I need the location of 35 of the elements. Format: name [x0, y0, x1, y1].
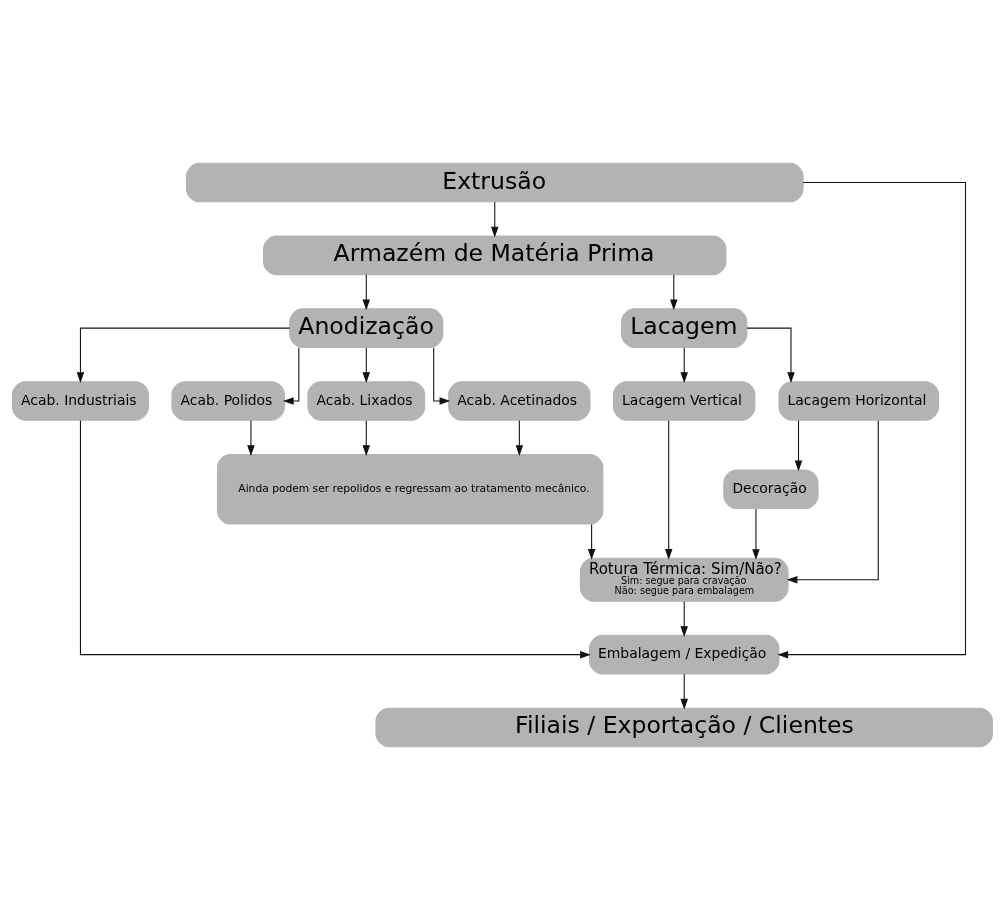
arrow [491, 201, 499, 237]
arrow [786, 419, 879, 583]
node-box: Lacagem Vertical [613, 380, 756, 421]
node-box: Acab. Polidos [171, 380, 285, 421]
arrow [794, 419, 803, 471]
arrow [680, 346, 688, 383]
arrow [76, 327, 291, 383]
arrow [587, 523, 596, 560]
arrow [433, 346, 451, 405]
arrow [680, 673, 688, 709]
arrow [282, 346, 300, 405]
arrow [362, 346, 371, 383]
node-box: Acab. Industriais [11, 380, 149, 421]
node-box: Acab. Acetinados [448, 380, 591, 421]
node-box: Embalagem / Expedição [588, 634, 780, 674]
node-box: Armazém de Matéria Prima [262, 235, 727, 275]
arrow [752, 507, 760, 560]
node-box: Filiais / Exportação / Clientes [375, 707, 994, 747]
node-box: Extrusão [185, 162, 804, 202]
arrow [247, 419, 255, 456]
node-box: Ainda podem ser repolidos e regressam ao tratamento mecânico. [216, 453, 604, 525]
arrow [362, 273, 371, 310]
node-box: Rotura Térmica: Sim/Não? Sim: segue para cravação Não: segue para embalagem [579, 557, 789, 602]
arrow [670, 273, 678, 310]
node-box: Lacagem Horizontal [778, 380, 939, 421]
node-box: Acab. Lixados [307, 380, 426, 421]
arrow [362, 419, 371, 456]
node-box: Lacagem [621, 307, 748, 348]
arrow [680, 600, 688, 637]
node-box: Anodização [289, 307, 444, 348]
arrow [515, 419, 524, 456]
arrow [664, 419, 673, 560]
arrow [79, 419, 591, 658]
arrow [746, 327, 795, 383]
node-box: Decoração [723, 468, 819, 509]
